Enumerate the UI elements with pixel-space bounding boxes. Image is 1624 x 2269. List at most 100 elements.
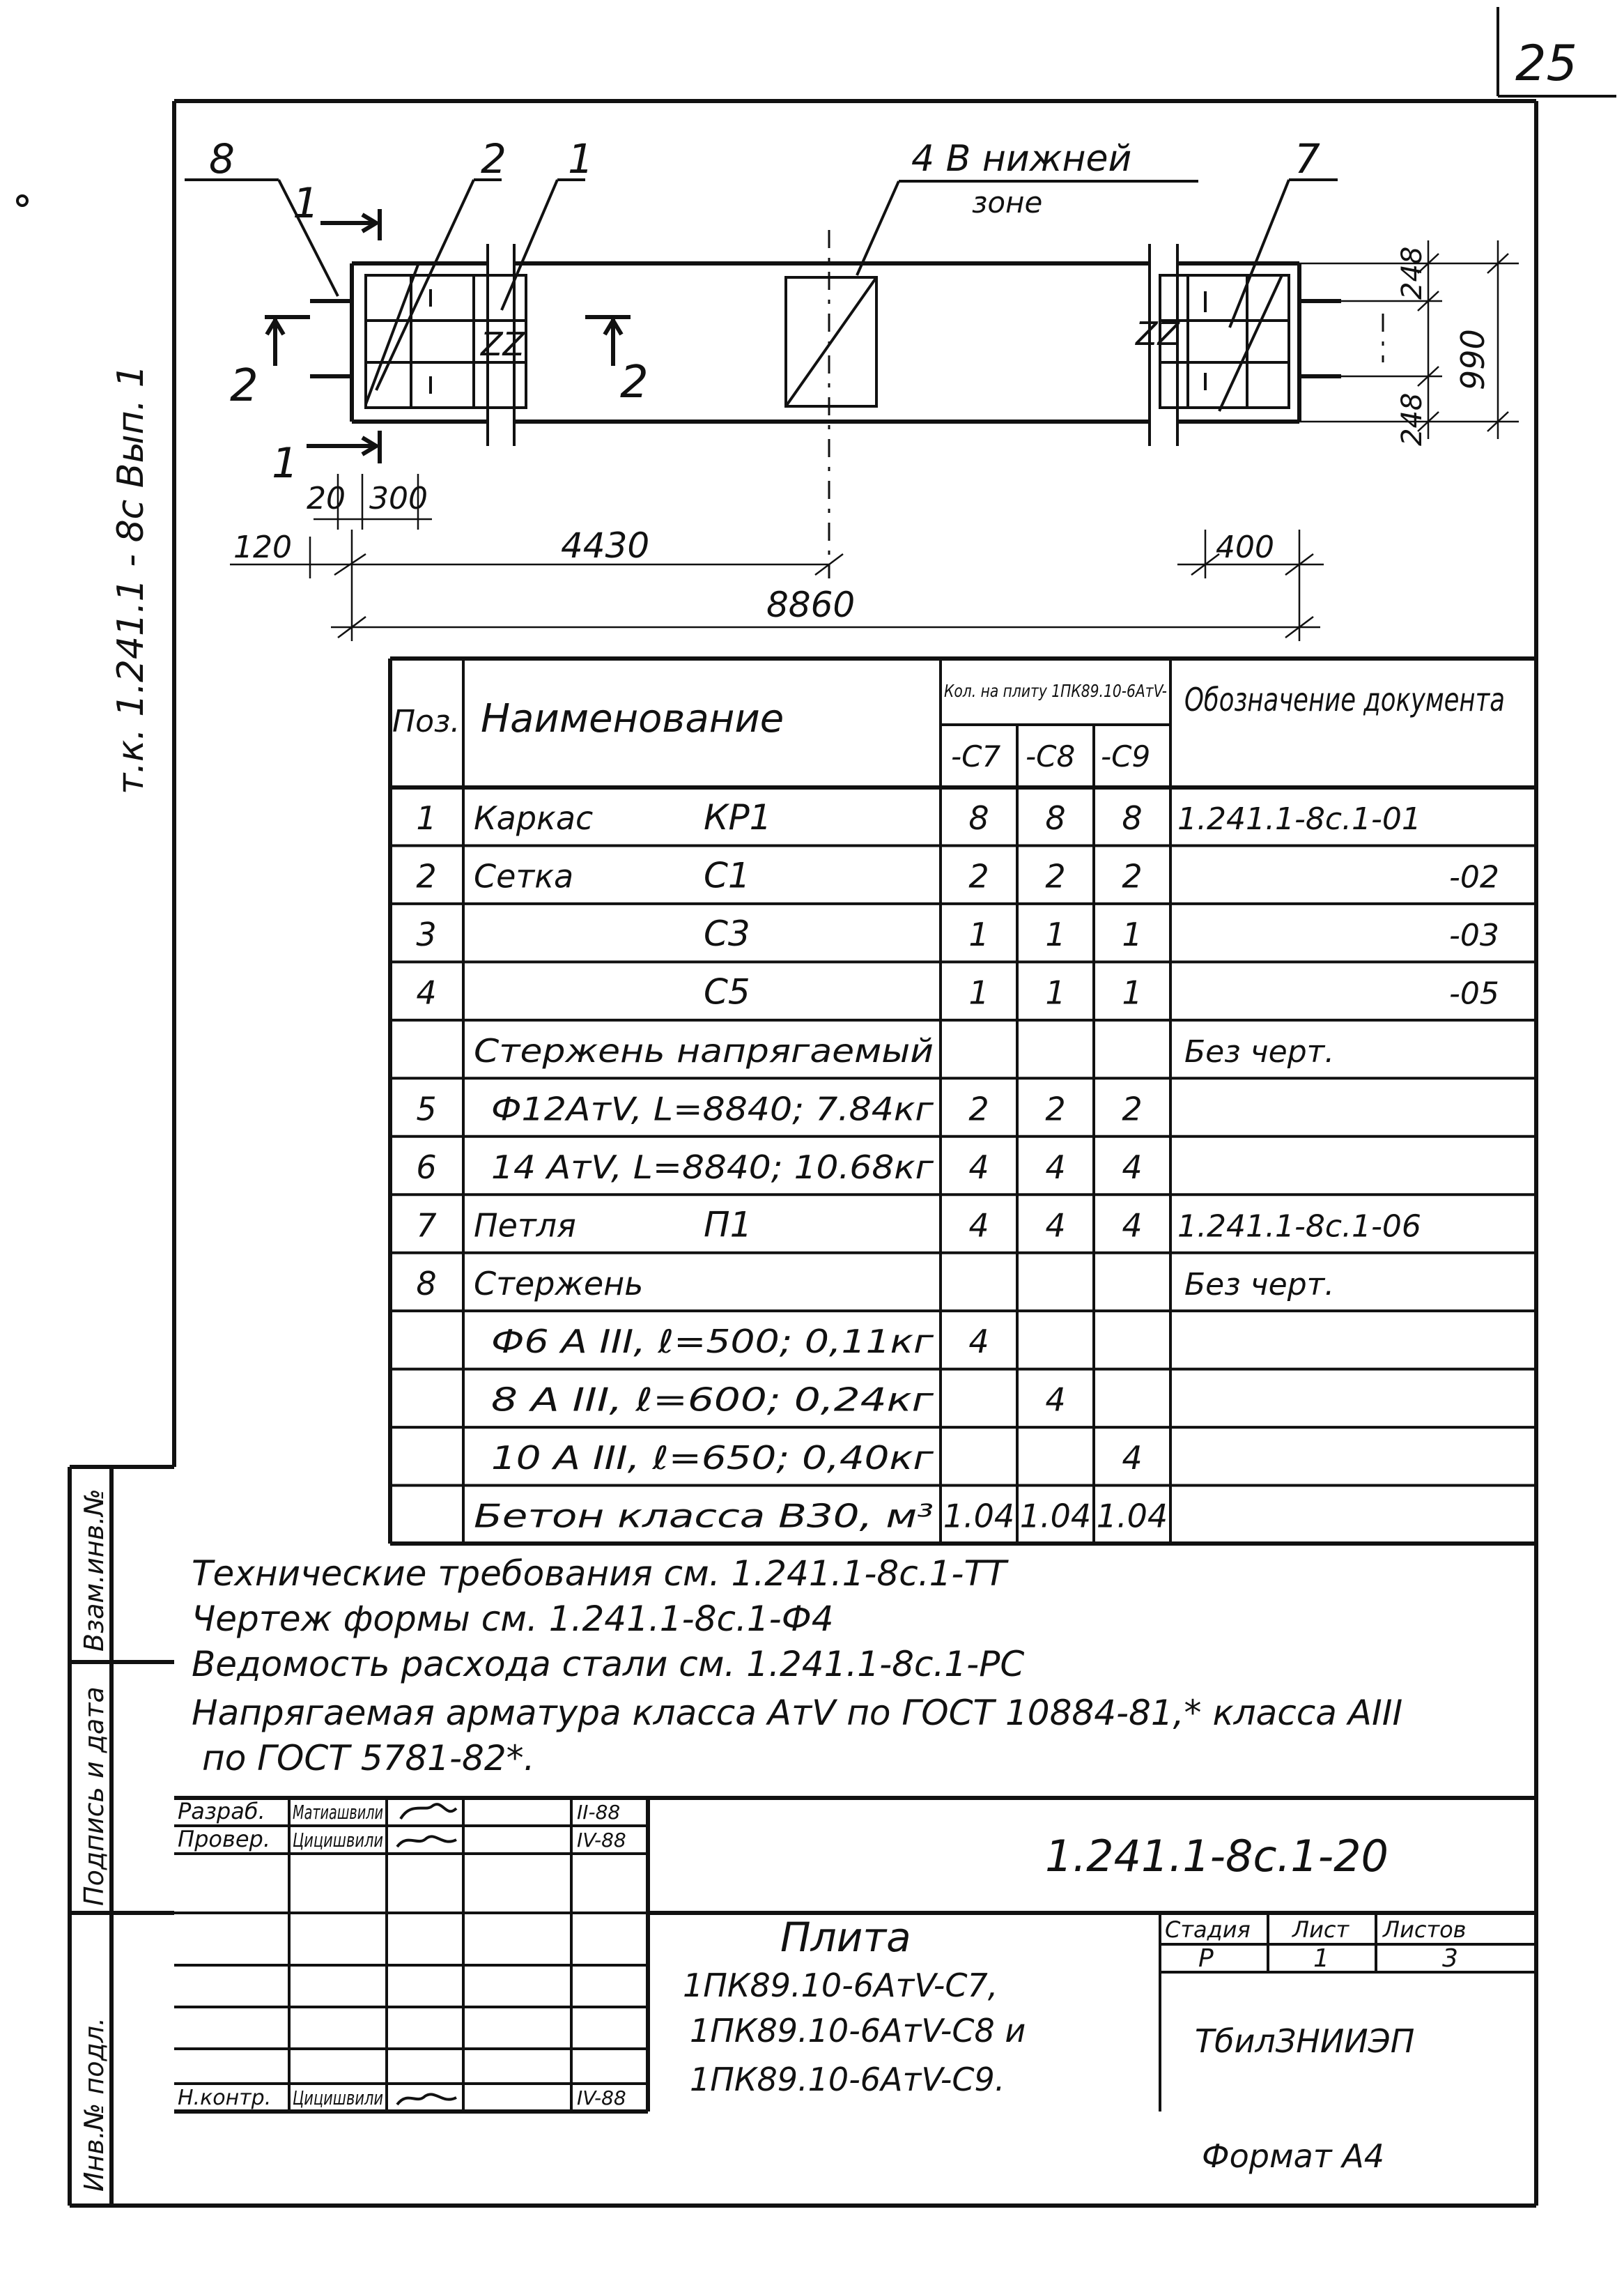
sheets-value: 3: [1442, 1944, 1458, 1973]
callout-8: 8: [209, 135, 235, 183]
row-qty-c9: 4: [1122, 1148, 1142, 1186]
stamp-vz: Взам.инв.№: [79, 1489, 109, 1652]
nkontr-name: Цицишвили: [293, 2086, 383, 2109]
dim-8860: 8860: [766, 585, 855, 625]
row-pos: 7: [416, 1206, 436, 1244]
drawing-frame: [68, 99, 1538, 2208]
product-title: Плита: [780, 1914, 911, 1961]
stamp-sign: Подпись и дата: [79, 1686, 109, 1906]
table-row: Ф6 А III, ℓ=500; 0,11кг 4: [491, 1323, 989, 1360]
row-qty-c7: 2: [968, 1090, 989, 1128]
row-qty-c9: 4: [1122, 1439, 1142, 1477]
row-qty-c7: 1: [968, 974, 989, 1011]
row-qty-c9: 1: [1122, 916, 1142, 953]
slab-plan: ZZ ZZ: [310, 230, 1384, 578]
callout-1: 1: [568, 135, 594, 183]
row-doc: 1.241.1-8с.1-06: [1177, 1208, 1421, 1244]
dim-248-top: 248: [1396, 247, 1428, 300]
row-name: 14 АтV, L=8840; 10.68кг: [491, 1148, 934, 1186]
dim-990: 990: [1454, 329, 1492, 390]
row-doc: -05: [1449, 976, 1499, 1011]
table-row: 5 Ф12АтV, L=8840; 7.84кг 2 2 2: [416, 1090, 1142, 1128]
razrab-date: II-88: [577, 1801, 620, 1824]
row-name: 10 А III, ℓ=650; 0,40кг: [491, 1439, 934, 1477]
spec-table: Поз. Наименование Кол. на плиту 1ПК89.10…: [388, 656, 1536, 1546]
row-mark: П1: [704, 1204, 752, 1245]
header-name: Наименование: [481, 696, 784, 741]
row-qty-c9: 2: [1122, 858, 1142, 895]
row-qty-c7: 4: [968, 1148, 989, 1186]
title-block: Разраб. Матиашвили II-88 Провер. Цицишви…: [174, 1796, 1536, 2114]
row-qty-c8: 8: [1045, 799, 1065, 837]
row-pos: 1: [416, 799, 436, 837]
row-qty-c7: 1.04: [943, 1498, 1014, 1535]
callout-7: 7: [1294, 135, 1320, 183]
header-qty: Кол. на плиту 1ПК89.10-6АтV-: [944, 681, 1167, 701]
note-2: Чертеж формы см. 1.241.1-8с.1-Ф4: [192, 1599, 834, 1639]
row-pos: 8: [416, 1265, 436, 1302]
dim-300: 300: [369, 481, 428, 516]
row-name: Ф12АтV, L=8840; 7.84кг: [491, 1090, 934, 1128]
break-mark-left: ZZ: [479, 325, 526, 363]
nkontr-date: IV-88: [577, 2086, 626, 2109]
nkontr-signature: [396, 2093, 457, 2106]
razrab-signature: [399, 1803, 458, 1820]
row-qty-c8: 4: [1045, 1148, 1065, 1186]
binding-hole: [16, 194, 29, 207]
dim-4430: 4430: [561, 525, 649, 566]
doc-code: 1.241.1-8с.1-20: [1045, 1831, 1389, 1882]
sheet-label: Лист: [1292, 1916, 1350, 1943]
row-name: Каркас: [474, 799, 593, 837]
row-name: Стержень напрягаемый: [474, 1032, 934, 1070]
row-qty-c8: 1.04: [1020, 1498, 1091, 1535]
row-name: Ф6 А III, ℓ=500; 0,11кг: [491, 1323, 934, 1360]
row-name: Бетон класса В30, м³: [474, 1498, 934, 1535]
row-pos: 5: [416, 1090, 436, 1128]
row-qty-c7: 2: [968, 858, 989, 895]
section-2-left: 2: [230, 360, 258, 412]
callout-4: 4 В нижней: [911, 138, 1131, 180]
prover-signature: [396, 1835, 457, 1848]
section-marks: 1 1 2 2: [230, 179, 649, 488]
table-row: 8 А III, ℓ=600; 0,24кг 4: [491, 1381, 1066, 1419]
row-qty-c8: 2: [1045, 1090, 1065, 1128]
plan-dimensions: 20 300 120 4430 400 8860 248: [230, 240, 1519, 641]
header-pos: Поз.: [392, 704, 460, 739]
side-stamp: Взам.инв.№ Подпись и дата Инв.№ подл.: [70, 1465, 174, 2206]
sheets-label: Листов: [1382, 1916, 1467, 1943]
row-qty-c8: 4: [1045, 1381, 1065, 1419]
side-code: т.к. 1.241.1 - 8с Вып. 1: [110, 364, 152, 794]
callout-2: 2: [481, 135, 506, 183]
dim-20: 20: [307, 481, 346, 516]
row-pos: 4: [416, 974, 436, 1011]
stage-value: Р: [1198, 1944, 1214, 1973]
row-mark: С1: [704, 856, 750, 896]
row-pos: 2: [416, 858, 436, 895]
organization: ТбилЗНИИЭП: [1195, 2022, 1414, 2060]
section-1-bottom: 1: [272, 439, 298, 488]
razrab-label: Разраб.: [178, 1798, 265, 1824]
row-qty-c9: 2: [1122, 1090, 1142, 1128]
product-title-line2: 1ПК89.10-6АтV-С8 и: [690, 2012, 1026, 2049]
prover-label: Провер.: [178, 1826, 270, 1852]
row-name: Сетка: [474, 858, 573, 895]
row-name: 8 А III, ℓ=600; 0,24кг: [491, 1381, 934, 1419]
row-doc: 1.241.1-8с.1-01: [1177, 801, 1421, 837]
notes: Технические требования см. 1.241.1-8с.1-…: [192, 1553, 1402, 1778]
row-qty-c8: 1: [1045, 974, 1065, 1011]
row-qty-c8: 1: [1045, 916, 1065, 953]
callout-4-zone: зоне: [972, 185, 1042, 220]
row-qty-c7: 4: [968, 1323, 989, 1360]
row-name: Стержень: [474, 1265, 643, 1302]
sheet-value: 1: [1313, 1944, 1329, 1973]
row-pos: 3: [416, 916, 436, 953]
row-qty-c7: 1: [968, 916, 989, 953]
row-qty-c7: 4: [968, 1206, 989, 1244]
dim-248-bottom: 248: [1396, 393, 1428, 446]
